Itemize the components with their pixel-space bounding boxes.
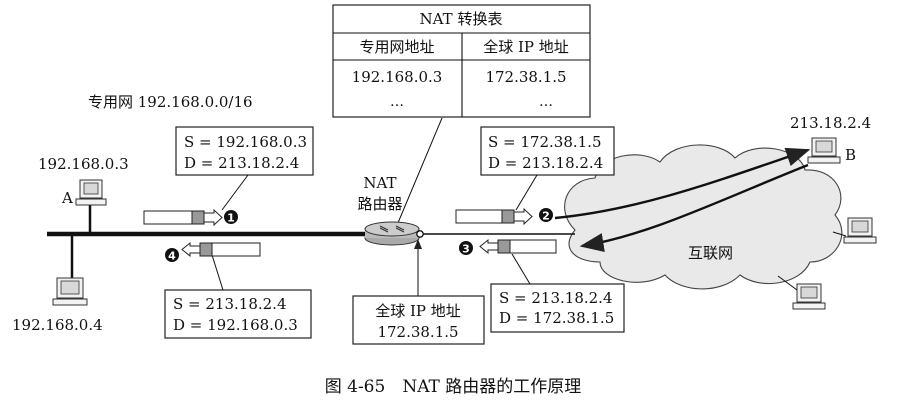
packet-3-src: S = 213.18.2.4 — [499, 289, 613, 307]
packet-4-dst: D = 192.168.0.3 — [173, 316, 298, 334]
host-lower-computer-icon — [52, 277, 88, 306]
host-a-name: A — [61, 189, 73, 207]
nat-table-row-global: 172.38.1.5 — [485, 68, 566, 86]
packet-2-src: S = 172.38.1.5 — [488, 133, 602, 151]
packet-3-icon — [479, 238, 557, 255]
internet-label: 互联网 — [688, 244, 733, 262]
nat-table-ellipsis-private: … — [390, 94, 404, 110]
packet-1-src: S = 192.168.0.3 — [184, 133, 307, 151]
packet-3-info — [490, 283, 625, 333]
host-a-ip: 192.168.0.3 — [38, 155, 129, 173]
packet-1-info — [175, 126, 314, 176]
host-lower-ip: 192.168.0.4 — [12, 316, 103, 334]
svg-text:3: 3 — [462, 243, 470, 256]
host-a-computer-icon — [75, 179, 107, 206]
svg-text:2: 2 — [542, 210, 550, 223]
nat-table-header-private: 专用网地址 — [359, 38, 434, 56]
inbound-flow-arrow — [579, 163, 809, 253]
packet-2-icon — [455, 207, 533, 226]
step-1-badge: 1 — [224, 210, 238, 225]
host-b-ip: 213.18.2.4 — [790, 114, 871, 132]
step-4-badge: 4 — [165, 248, 179, 263]
step-3-badge: 3 — [459, 241, 473, 256]
nat-table-title: NAT 转换表 — [420, 10, 503, 28]
host-b-name: B — [845, 146, 856, 164]
table-to-router-line — [394, 117, 443, 231]
packet-4-info — [164, 289, 312, 339]
packet-4-icon — [181, 241, 261, 258]
packet-2-info — [480, 126, 615, 176]
figure-caption: 图 4-65 NAT 路由器的工作原理 — [325, 377, 582, 397]
nat-router-icon — [364, 221, 420, 246]
svg-text:4: 4 — [168, 250, 176, 263]
global-ip-box — [352, 295, 485, 345]
packet-3-dst: D = 172.38.1.5 — [499, 309, 614, 327]
internet-host-icon — [832, 217, 877, 244]
svg-text:1: 1 — [227, 212, 235, 225]
packet-1-dst: D = 213.18.2.4 — [184, 154, 299, 172]
private-network-label: 专用网 192.168.0.0/16 — [88, 93, 253, 111]
packet-2-dst: D = 213.18.2.4 — [488, 154, 603, 172]
global-ip-label: 全球 IP 地址 — [375, 302, 461, 320]
step-2-badge: 2 — [539, 208, 553, 223]
nat-table-header-global: 全球 IP 地址 — [483, 38, 569, 56]
router-interface-port — [416, 230, 424, 238]
packet-4-src: S = 213.18.2.4 — [173, 295, 287, 313]
router-label-nat: NAT — [363, 174, 396, 192]
host-b-computer-icon — [807, 137, 841, 164]
global-ip-value: 172.38.1.5 — [377, 323, 458, 341]
internet-host-icon — [777, 275, 826, 310]
outbound-flow-arrow — [554, 147, 811, 220]
packet-1-icon — [143, 208, 223, 227]
nat-table-row-private: 192.168.0.3 — [352, 68, 443, 86]
nat-table — [332, 4, 591, 118]
internet-cloud — [564, 144, 843, 290]
nat-table-ellipsis-global: … — [539, 94, 553, 110]
router-label-name: 路由器 — [357, 195, 402, 213]
